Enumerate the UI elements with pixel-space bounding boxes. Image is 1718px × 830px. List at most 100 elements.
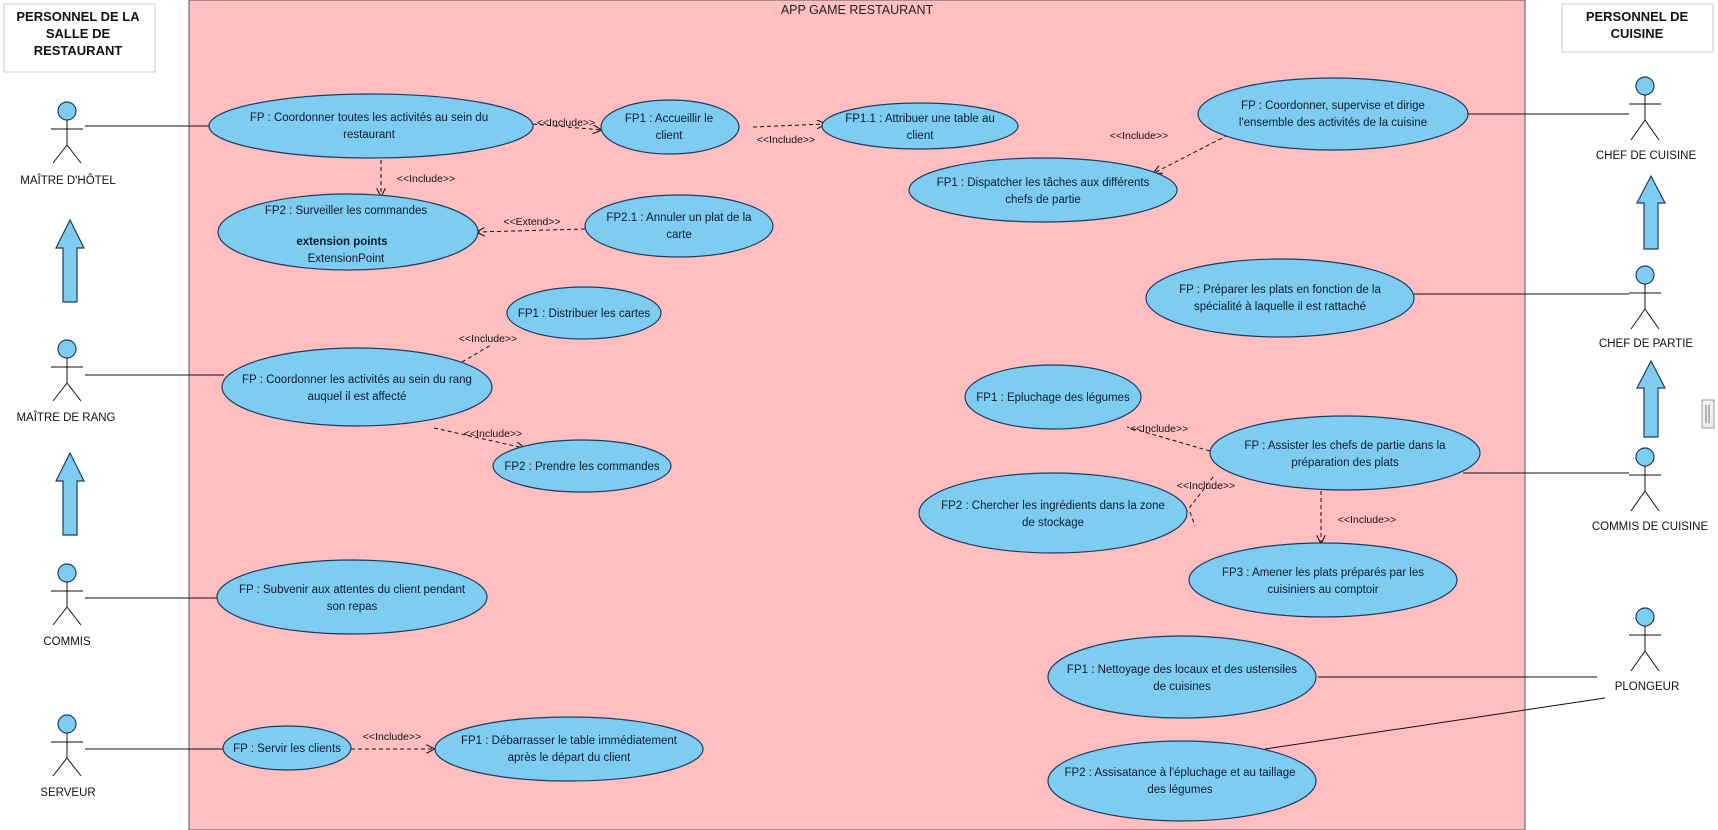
svg-text:FP : Servir les clients: FP : Servir les clients — [233, 743, 341, 755]
usecase-epluchage[interactable]: FP1 : Epluchage des légumes — [964, 364, 1142, 430]
generalization-arrow-commis-to-rang — [55, 451, 85, 536]
relation-labels: <<Include>> <<Include>> <<Include>> <<Ex… — [363, 117, 1396, 743]
actor-label-commis: COMMIS — [43, 636, 91, 648]
svg-text:des légumes: des légumes — [1147, 784, 1212, 796]
svg-text:chefs de partie: chefs de partie — [1005, 194, 1080, 206]
usecase-amener[interactable]: FP3 : Amener les plats préparés par les … — [1188, 542, 1458, 618]
svg-text:FP1 : Accueillir le: FP1 : Accueillir le — [625, 113, 713, 125]
svg-text:FP2.1 : Annuler un plat de la: FP2.1 : Annuler un plat de la — [606, 212, 752, 224]
label-include-chercher: <<Include>> — [1177, 480, 1235, 492]
usecase-dispatcher[interactable]: FP1 : Dispatcher les tâches aux différen… — [908, 157, 1178, 223]
svg-text:FP2 : Chercher les ingrédients: FP2 : Chercher les ingrédients dans la z… — [941, 500, 1165, 512]
usecase-chercher[interactable]: FP2 : Chercher les ingrédients dans la z… — [918, 472, 1188, 554]
svg-text:l'ensemble des activités de la: l'ensemble des activités de la cuisine — [1239, 117, 1427, 129]
left-box-title-line-1: PERSONNEL DE LA — [16, 9, 140, 24]
usecase-nettoyage[interactable]: FP1 : Nettoyage des locaux et des ustens… — [1047, 635, 1317, 719]
svg-text:après le départ du client: après le départ du client — [508, 752, 632, 764]
usecase-surveiller[interactable]: FP2 : Surveiller les commandes extension… — [217, 193, 479, 271]
svg-text:FP1 : Débarrasser le table imm: FP1 : Débarrasser le table immédiatement — [461, 735, 678, 747]
svg-text:FP : Coordonner les activités: FP : Coordonner les activités au sein du… — [242, 374, 472, 386]
usecase-distribuer-cartes[interactable]: FP1 : Distribuer les cartes — [506, 286, 662, 340]
svg-text:FP2 : Prendre les commandes: FP2 : Prendre les commandes — [504, 461, 660, 473]
actor-commis[interactable]: COMMIS — [43, 563, 91, 648]
actor-maitre-rang[interactable]: MAÎTRE DE RANG — [16, 339, 116, 424]
label-include-accueillir: <<Include>> — [537, 117, 595, 129]
usecase-coordonner-rang[interactable]: FP : Coordonner les activités au sein du… — [221, 347, 493, 427]
usecase-debarrasser[interactable]: FP1 : Débarrasser le table immédiatement… — [434, 716, 704, 782]
usecase-attribuer-table[interactable]: FP1.1 : Attribuer une table au client — [821, 102, 1019, 150]
actor-serveur[interactable]: SERVEUR — [40, 714, 96, 799]
label-include-dispatcher: <<Include>> — [1110, 130, 1168, 142]
actor-label-maitre-hotel: MAÎTRE D'HÔTEL — [20, 174, 116, 187]
usecase-annuler-plat[interactable]: FP2.1 : Annuler un plat de la carte — [584, 194, 774, 258]
actor-chef-cuisine[interactable]: CHEF DE CUISINE — [1596, 76, 1697, 162]
generalization-arrow-partie-to-cuisine — [1636, 174, 1666, 250]
actor-label-commis-cuisine: COMMIS DE CUISINE — [1592, 521, 1709, 533]
usecase-assister[interactable]: FP : Assister les chefs de partie dans l… — [1209, 415, 1481, 491]
left-staff-box — [3, 3, 156, 73]
svg-text:FP1 : Dispatcher les tâches au: FP1 : Dispatcher les tâches aux différen… — [937, 177, 1150, 189]
label-include-distribuer: <<Include>> — [459, 333, 517, 345]
svg-text:client: client — [656, 130, 684, 142]
svg-text:client: client — [907, 130, 935, 142]
svg-text:restaurant: restaurant — [343, 129, 396, 141]
label-include-amener: <<Include>> — [1338, 514, 1396, 526]
usecase-coordonner-salle[interactable]: FP : Coordonner toutes les activités au … — [208, 93, 534, 159]
svg-text:FP2 : Assisatance à l'épluchag: FP2 : Assisatance à l'épluchage et au ta… — [1064, 767, 1295, 779]
actor-maitre-hotel[interactable]: MAÎTRE D'HÔTEL — [20, 101, 116, 187]
scroll-handle[interactable] — [1701, 399, 1715, 429]
svg-text:FP : Coordonner toutes les act: FP : Coordonner toutes les activités au … — [250, 112, 488, 124]
system-title: APP GAME RESTAURANT — [781, 3, 934, 17]
right-box-title-line-2: CUISINE — [1611, 26, 1664, 41]
svg-text:FP1 : Epluchage des légumes: FP1 : Epluchage des légumes — [976, 392, 1130, 404]
actor-label-maitre-rang: MAÎTRE DE RANG — [16, 411, 115, 424]
right-box-title-line-1: PERSONNEL DE — [1586, 9, 1689, 24]
svg-text:auquel il est affecté: auquel il est affecté — [308, 391, 407, 403]
label-include-prendre: <<Include>> — [464, 428, 522, 440]
svg-text:cuisiniers au comptoir: cuisiniers au comptoir — [1267, 584, 1378, 596]
usecase-accueillir[interactable]: FP1 : Accueillir le client — [600, 99, 740, 155]
usecase-coordonner-cuisine[interactable]: FP : Coordonner, supervise et dirige l'e… — [1197, 77, 1469, 151]
label-include-epluchage: <<Include>> — [1130, 423, 1188, 435]
label-include-attribuer: <<Include>> — [757, 134, 815, 146]
svg-text:FP : Préparer les plats en fon: FP : Préparer les plats en fonction de l… — [1179, 284, 1381, 296]
svg-text:spécialité à laquelle il est r: spécialité à laquelle il est rattaché — [1194, 301, 1366, 313]
right-staff-box — [1561, 3, 1714, 53]
left-box-title-line-2: SALLE DE — [46, 26, 111, 41]
generalization-arrow-rang-to-hotel — [55, 218, 85, 303]
associations — [85, 113, 1629, 750]
dependencies — [351, 124, 1321, 749]
svg-text:FP1 : Nettoyage des locaux et: FP1 : Nettoyage des locaux et des ustens… — [1067, 664, 1297, 676]
usecase-prendre-commandes[interactable]: FP2 : Prendre les commandes — [492, 439, 672, 493]
generalization-arrow-commis-cuisine-to-partie — [1636, 359, 1666, 438]
usecase-assisatance[interactable]: FP2 : Assisatance à l'épluchage et au ta… — [1047, 740, 1317, 822]
label-extend-annuler: <<Extend>> — [503, 216, 560, 228]
label-include-debarrasser: <<Include>> — [363, 731, 421, 743]
svg-text:carte: carte — [666, 229, 692, 241]
extension-point-name: ExtensionPoint — [308, 253, 386, 265]
usecase-subvenir[interactable]: FP : Subvenir aux attentes du client pen… — [216, 559, 488, 635]
svg-text:de stockage: de stockage — [1022, 517, 1084, 529]
svg-text:FP1.1 : Attribuer une table au: FP1.1 : Attribuer une table au — [845, 113, 995, 125]
svg-text:FP1 : Distribuer les cartes: FP1 : Distribuer les cartes — [518, 308, 651, 320]
svg-text:FP : Assister les chefs de par: FP : Assister les chefs de partie dans l… — [1244, 440, 1446, 452]
actor-label-serveur: SERVEUR — [40, 787, 95, 799]
actor-label-chef-partie: CHEF DE PARTIE — [1599, 338, 1693, 350]
svg-text:FP3 : Amener les plats préparé: FP3 : Amener les plats préparés par les — [1222, 567, 1424, 579]
svg-text:de cuisines: de cuisines — [1153, 681, 1211, 693]
actor-plongeur[interactable]: PLONGEUR — [1615, 607, 1680, 693]
extension-points-title: extension points — [296, 236, 387, 248]
usecase-servir[interactable]: FP : Servir les clients — [222, 725, 352, 771]
svg-text:son repas: son repas — [327, 601, 378, 613]
svg-text:préparation des plats: préparation des plats — [1291, 457, 1399, 469]
svg-text:FP : Subvenir aux attentes du: FP : Subvenir aux attentes du client pen… — [239, 584, 466, 596]
actor-label-plongeur: PLONGEUR — [1615, 681, 1680, 693]
actor-chef-partie[interactable]: CHEF DE PARTIE — [1599, 265, 1693, 350]
svg-text:FP2 : Surveiller les commandes: FP2 : Surveiller les commandes — [265, 205, 428, 217]
svg-text:FP : Coordonner, supervise et: FP : Coordonner, supervise et dirige — [1241, 100, 1425, 112]
actor-commis-cuisine[interactable]: COMMIS DE CUISINE — [1592, 447, 1709, 533]
actor-label-chef-cuisine: CHEF DE CUISINE — [1596, 150, 1697, 162]
usecase-preparer[interactable]: FP : Préparer les plats en fonction de l… — [1145, 258, 1415, 338]
